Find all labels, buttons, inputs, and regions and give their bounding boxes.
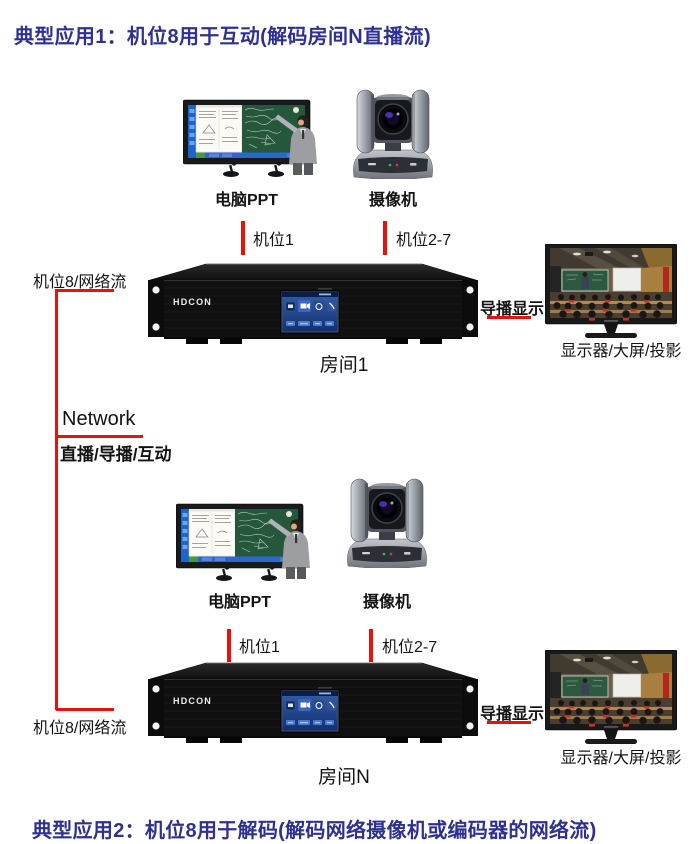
room2-camera-label: 摄像机: [362, 594, 411, 611]
room2-codec-device-image: HDCON: [146, 662, 480, 746]
room1-codec-device-image: HDCON: [146, 263, 480, 347]
room2-name-label: 房间N: [318, 767, 370, 788]
room2-ppt-label: 电脑PPT: [207, 594, 272, 611]
room1-camera-label: 摄像机: [368, 192, 417, 209]
room1-ppt-label: 电脑PPT: [214, 192, 279, 209]
room2-display-label: 显示器/大屏/投影: [560, 750, 682, 767]
room2-position1-label: 机位1: [239, 639, 280, 656]
room2-position8-label: 机位8/网络流: [33, 720, 127, 737]
room1-position1-connector-line: [241, 221, 245, 255]
room1-name-label: 房间1: [319, 355, 369, 376]
rack-server-icon: HDCON: [148, 662, 478, 743]
ptz-camera-icon: [353, 89, 433, 179]
room2-camera-device-image: [339, 474, 435, 568]
room2-device-brand: HDCON: [173, 696, 212, 706]
network-sublabel: 直播/导播/互动: [60, 445, 172, 464]
room1-position8-connector-line: [56, 289, 114, 292]
room1-position1-label: 机位1: [253, 232, 294, 249]
room2-position2-7-label: 机位2-7: [382, 639, 438, 656]
monitor-icon: [545, 650, 677, 744]
room1-position2-7-label: 机位2-7: [396, 232, 452, 249]
ptz-camera-icon: [347, 478, 427, 568]
room2-director-connector-line: [487, 721, 531, 724]
room1-position2-7-connector-line: [383, 221, 387, 255]
network-label: Network: [62, 408, 136, 430]
interactive-whiteboard-icon: [183, 99, 317, 177]
app2-title: 典型应用2：机位8用于解码(解码网络摄像机或编码器的网络流): [32, 820, 597, 842]
room2-monitor-image: [545, 650, 677, 746]
room1-monitor-image: [545, 244, 677, 340]
app1-title: 典型应用1：机位8用于互动(解码房间N直播流): [14, 26, 431, 48]
network-underline: [57, 435, 143, 438]
room2-position2-7-connector-line: [369, 629, 373, 662]
interactive-whiteboard-icon: [176, 503, 310, 581]
room1-director-label: 导播显示: [480, 301, 545, 318]
room1-director-connector-line: [487, 316, 531, 319]
monitor-icon: [545, 244, 677, 338]
room2-ppt-device-image: [176, 501, 321, 583]
room1-ppt-device-image: [183, 97, 328, 179]
room2-director-label: 导播显示: [480, 706, 545, 723]
room2-position1-connector-line: [227, 629, 231, 662]
room1-device-brand: HDCON: [173, 297, 212, 307]
room1-position8-label: 机位8/网络流: [33, 274, 127, 291]
room1-camera-device-image: [345, 85, 441, 179]
rack-server-icon: HDCON: [148, 263, 478, 344]
room2-position8-connector-line: [56, 708, 114, 711]
network-trunk-line: [55, 289, 58, 710]
room1-display-label: 显示器/大屏/投影: [560, 343, 682, 360]
